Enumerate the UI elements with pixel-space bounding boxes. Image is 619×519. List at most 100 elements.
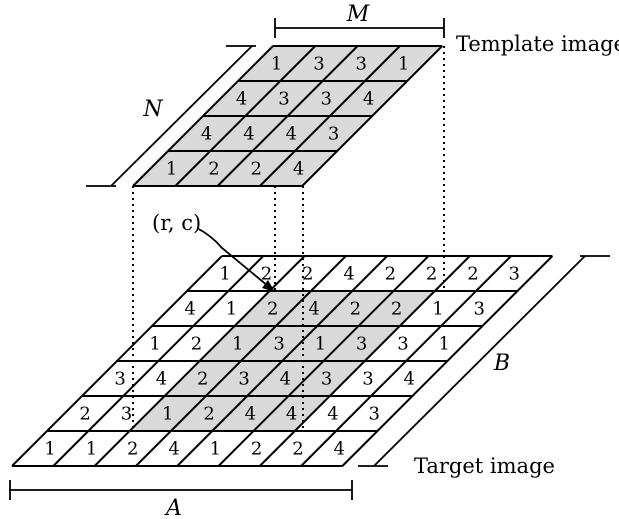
- grid-col-line: [135, 255, 347, 467]
- cell-value: 1: [44, 439, 55, 460]
- template-image-label: Template image: [456, 32, 619, 56]
- cell-value: 3: [321, 89, 332, 110]
- grid-col-line: [217, 255, 430, 467]
- shaded-cell: [329, 81, 408, 116]
- cell-value: 4: [286, 124, 297, 145]
- cell-value: 1: [166, 159, 177, 180]
- grid-col-line: [132, 45, 274, 187]
- cell-value: 2: [203, 404, 214, 425]
- cell-value: 1: [315, 334, 326, 355]
- cell-value: 2: [302, 264, 313, 285]
- cell-value: 3: [114, 369, 125, 390]
- shaded-cell: [247, 361, 324, 396]
- dimension-a: A: [9, 480, 353, 519]
- cell-value: 1: [232, 334, 243, 355]
- shaded-cell: [238, 46, 316, 81]
- cell-value: 4: [327, 404, 338, 425]
- cell-value: 4: [236, 89, 247, 110]
- cell-value: 4: [184, 299, 195, 320]
- cell-value: 2: [251, 439, 262, 460]
- target-image-label: Target image: [414, 454, 555, 478]
- cell-value: 1: [271, 54, 282, 75]
- dimension-n: N: [86, 45, 256, 187]
- cell-value: 3: [328, 124, 339, 145]
- cell-value: 2: [191, 334, 202, 355]
- cell-value: 3: [273, 334, 284, 355]
- cell-value: 4: [168, 439, 179, 460]
- rc-annotation: (r, c): [152, 211, 275, 292]
- cell-value: 2: [197, 369, 208, 390]
- cell-value: 1: [432, 299, 443, 320]
- shaded-cell: [287, 81, 365, 116]
- grid-col-line: [301, 45, 443, 187]
- shaded-cell: [203, 81, 281, 116]
- shaded-cell: [280, 46, 358, 81]
- shaded-cell: [282, 326, 359, 361]
- shaded-cell: [129, 396, 206, 431]
- cell-value: 4: [404, 369, 415, 390]
- cell-value: 3: [509, 264, 520, 285]
- cell-value: 4: [280, 369, 291, 390]
- shaded-cell: [234, 291, 311, 326]
- shaded-cell: [210, 116, 288, 151]
- grid-col-line: [52, 255, 265, 467]
- shaded-cell: [168, 116, 246, 151]
- grid-col-line: [11, 255, 223, 467]
- shaded-cell: [323, 326, 400, 361]
- cell-value: 4: [363, 89, 374, 110]
- cell-value: 3: [369, 404, 380, 425]
- cell-value: 1: [162, 404, 173, 425]
- grid-col-line: [216, 45, 359, 187]
- cell-value: 2: [127, 439, 138, 460]
- shaded-cell: [175, 151, 253, 186]
- shaded-cell: [205, 361, 283, 396]
- grid-col-line: [174, 45, 317, 187]
- cell-value: 1: [398, 54, 409, 75]
- cell-value: 1: [86, 439, 97, 460]
- rc-arrowhead-icon: [262, 280, 275, 292]
- cell-value: 2: [467, 264, 478, 285]
- label-b: B: [493, 351, 510, 376]
- cell-value: 4: [343, 264, 354, 285]
- cell-value: 3: [474, 299, 485, 320]
- shaded-cell: [199, 326, 276, 361]
- shaded-cell: [217, 151, 295, 186]
- cell-value: 1: [219, 264, 230, 285]
- cell-value: 2: [251, 159, 262, 180]
- cell-value: 3: [397, 334, 408, 355]
- shaded-cell: [240, 326, 318, 361]
- shaded-cell: [364, 46, 443, 81]
- dimension-b: B: [358, 255, 610, 467]
- cell-value: 2: [261, 264, 272, 285]
- shaded-cell: [253, 396, 330, 431]
- cell-value: 3: [362, 369, 373, 390]
- dimension-m: M: [274, 2, 445, 38]
- shaded-cell: [133, 151, 211, 186]
- shaded-cell: [322, 46, 400, 81]
- projection-lines: [132, 46, 445, 432]
- cell-value: 4: [243, 124, 254, 145]
- cell-value: 2: [79, 404, 90, 425]
- grid-col-line: [300, 255, 512, 467]
- cell-value: 3: [121, 404, 132, 425]
- cell-value: 3: [356, 54, 367, 75]
- cell-value: 2: [350, 299, 361, 320]
- cell-value: 3: [238, 369, 249, 390]
- shaded-cell: [252, 116, 330, 151]
- shaded-cell: [275, 291, 353, 326]
- cell-value: 2: [208, 159, 219, 180]
- rc-arrow: [196, 227, 269, 287]
- grid-col-line: [259, 45, 401, 187]
- shaded-cell: [288, 361, 365, 396]
- shaded-cell: [245, 81, 323, 116]
- label-n: N: [142, 97, 163, 122]
- shaded-cell: [317, 291, 394, 326]
- label-rc: (r, c): [152, 211, 201, 235]
- cell-value: 1: [149, 334, 160, 355]
- cell-value: 2: [385, 264, 396, 285]
- cell-value: 3: [313, 54, 324, 75]
- grid-col-line: [176, 255, 388, 467]
- cell-value: 4: [201, 124, 212, 145]
- cell-value: 2: [391, 299, 402, 320]
